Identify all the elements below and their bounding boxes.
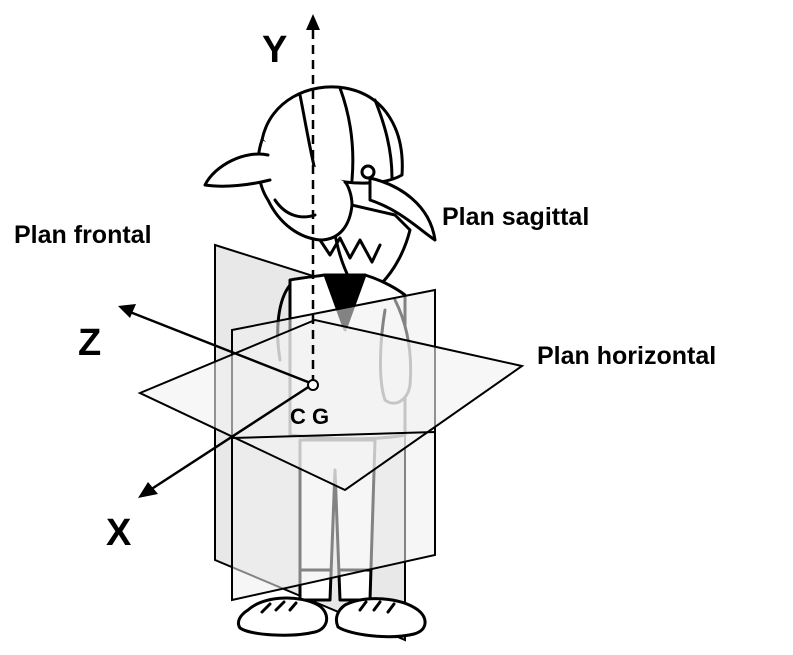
z-axis-label: Z	[78, 322, 101, 364]
plan-frontal-label: Plan frontal	[14, 221, 152, 249]
horizontal-plane	[137, 318, 525, 492]
frontal-horizontal-intersection	[231, 431, 436, 439]
x-axis-label: X	[106, 512, 132, 554]
plan-sagittal-label: Plan sagittal	[442, 203, 589, 231]
y-axis-arrowhead	[306, 14, 320, 30]
center-of-gravity-point	[307, 379, 319, 391]
z-axis	[129, 310, 314, 386]
x-axis	[149, 382, 314, 492]
plan-horizontal-label: Plan horizontal	[537, 342, 716, 370]
y-axis-label: Y	[262, 29, 287, 71]
x-axis-arrowhead	[138, 482, 158, 498]
cg-label: C G	[290, 404, 329, 429]
z-axis-arrowhead	[118, 304, 136, 318]
